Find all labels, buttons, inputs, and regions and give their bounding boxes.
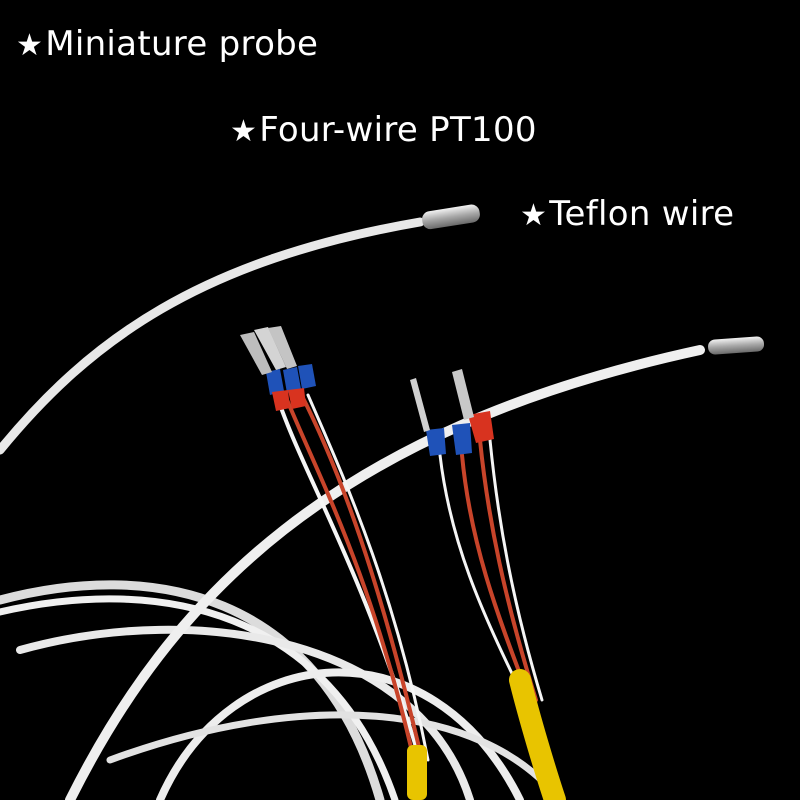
four-wire-leads-left xyxy=(240,326,430,800)
star-icon: ★ xyxy=(520,198,548,233)
star-icon: ★ xyxy=(230,114,258,149)
caption-miniature-probe: ★Miniature probe xyxy=(16,24,318,66)
caption-text: Teflon wire xyxy=(549,194,735,234)
caption-text: Miniature probe xyxy=(45,24,319,64)
probe-tip xyxy=(422,204,480,230)
probe-tip xyxy=(708,336,765,355)
heat-shrink-sleeve xyxy=(407,745,427,800)
miniature-probe-upper xyxy=(0,204,480,455)
caption-four-wire-pt100: ★Four-wire PT100 xyxy=(230,110,537,152)
cable-loops xyxy=(0,580,564,800)
miniature-probe-lower xyxy=(65,336,765,800)
caption-text: Four-wire PT100 xyxy=(259,110,537,150)
four-wire-leads-right xyxy=(410,369,566,800)
star-icon: ★ xyxy=(16,28,44,63)
caption-teflon-wire: ★Teflon wire xyxy=(520,194,734,236)
